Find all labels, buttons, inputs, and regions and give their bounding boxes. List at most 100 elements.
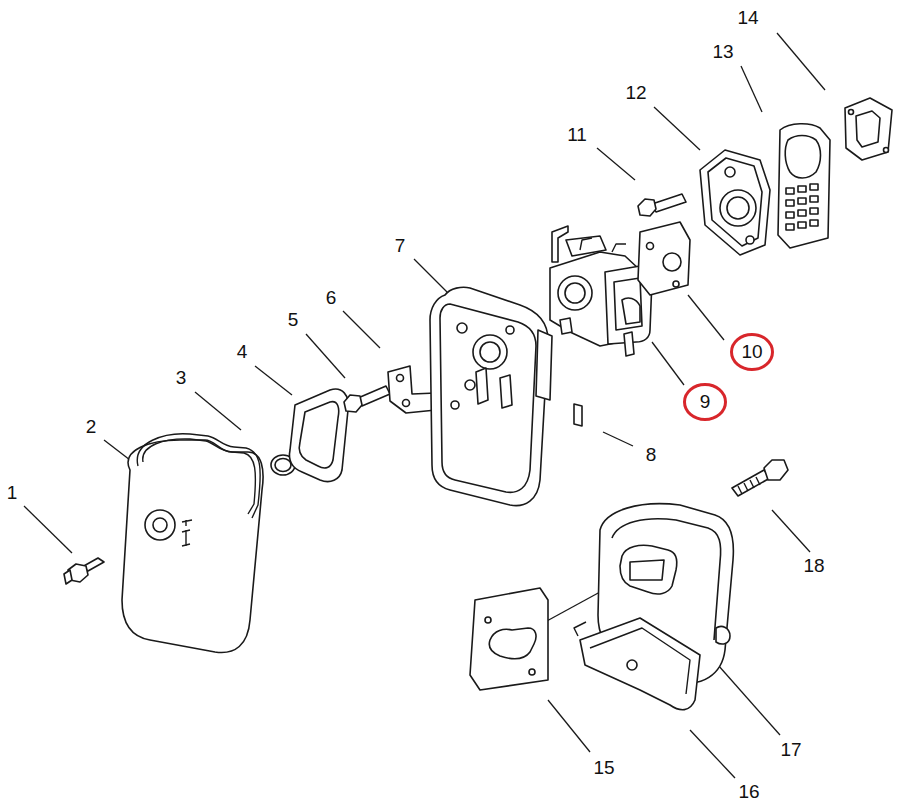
callout-number: 7 [395,235,406,257]
leader-lines [24,506,72,553]
air-filter-base-part-7 [480,342,500,362]
callout-number: 11 [567,124,587,146]
filter-element-part-5 [290,389,349,481]
muffler-part-17 [716,626,730,644]
bolt-bracket-part-6 [403,400,410,407]
heat-shield-part-13 [798,198,806,204]
bolt-bracket-part-6 [344,366,436,413]
carburetor-part-9 [558,276,592,310]
air-filter-cover-part-2 [153,518,167,532]
air-filter-base-part-7 [500,375,512,408]
filter-element-part-5 [290,389,349,481]
bolt-bracket-part-6 [388,366,436,413]
small-plate-part-8 [574,404,582,426]
callout-number: 6 [326,287,337,309]
callout-number: 16 [738,781,759,803]
gasket-part-10 [638,222,690,295]
gasket-part-14 [884,148,889,153]
air-filter-base-part-7 [451,401,459,409]
leader-lines [777,33,825,90]
air-filter-base-part-7 [457,323,467,333]
leader-lines [688,295,724,340]
leader-lines [603,432,633,446]
muffler-gasket-part-15 [489,628,536,659]
carburetor-part-9 [580,238,626,252]
carburetor-part-9 [552,226,568,262]
gasket-part-3 [143,439,256,514]
air-filter-cover-part-2 [122,440,263,653]
callout-circle [732,335,773,370]
callout-number: 14 [737,7,758,29]
heat-shield-part-13 [810,196,818,202]
o-ring-part-4 [275,459,291,472]
insulator-part-12 [746,236,754,244]
guard-part-16 [574,622,690,694]
callout-number: 1 [7,482,18,504]
callout-number: 9 [700,391,711,413]
callout-number: 5 [288,309,299,331]
leader-lines [545,592,600,622]
heat-shield-part-13 [786,212,794,218]
gasket-part-10 [638,222,690,295]
guard-part-16 [574,618,700,710]
circled-callout: 9 [683,383,727,421]
bolt-part-18 [764,460,788,480]
gasket-part-14 [856,111,880,147]
insulator-part-12 [700,150,770,255]
air-filter-cover-part-2 [182,520,192,546]
bolt-part-11 [652,194,686,212]
gasket-part-10 [673,281,679,287]
carburetor-part-9 [624,332,634,356]
heat-shield-part-13 [778,124,830,248]
heat-shield-part-13 [786,200,794,206]
carburetor-part-9 [565,283,585,303]
bolt-part-18 [732,470,770,496]
leader-lines [414,259,447,292]
callout-number: 3 [176,367,187,389]
bolt-part-11 [638,199,656,216]
muffler-gasket-part-15 [470,588,548,690]
callout-circle [685,385,726,420]
insulator-part-12 [708,158,762,246]
heat-shield-part-13 [798,222,806,228]
heat-shield-part-13 [778,124,830,248]
insulator-part-12 [725,167,735,177]
callout-number: 17 [780,739,801,761]
muffler-gasket-part-15 [485,617,491,623]
circled-callout: 10 [730,333,774,371]
leader-lines [104,440,130,460]
gasket-part-10 [663,253,681,271]
small-plate-part-8 [574,404,582,426]
bolt-part-18 [738,477,760,494]
air-filter-base-part-7 [440,304,536,492]
gasket-part-14 [845,98,892,160]
leader-lines [654,107,700,150]
insulator-part-12 [700,150,770,255]
carburetor-part-9 [560,318,572,334]
leader-lines [772,510,810,552]
filter-element-part-5 [299,402,338,468]
air-filter-cover-part-2 [145,510,175,540]
heat-shield-part-13 [810,184,818,190]
leader-lines [24,33,825,778]
guard-part-16 [580,618,700,710]
air-filter-base-part-7 [465,380,475,390]
heat-shield-part-13 [785,136,820,179]
heat-shield-part-13 [786,188,794,194]
callout-number: 10 [741,341,762,363]
leader-lines [306,334,345,378]
air-filter-cover-part-2 [122,440,263,653]
air-filter-base-part-7 [430,287,548,505]
bolt-bracket-part-6 [344,395,362,412]
muffler-gasket-part-15 [470,588,548,690]
muffler-part-17 [630,560,664,580]
carburetor-part-9 [622,298,640,324]
leader-lines [597,148,635,180]
callout-number: 2 [86,416,97,438]
gasket-part-14 [845,98,892,160]
heat-shield-part-13 [786,224,794,230]
bolt-part-1 [64,570,72,584]
muffler-part-17 [620,545,677,594]
